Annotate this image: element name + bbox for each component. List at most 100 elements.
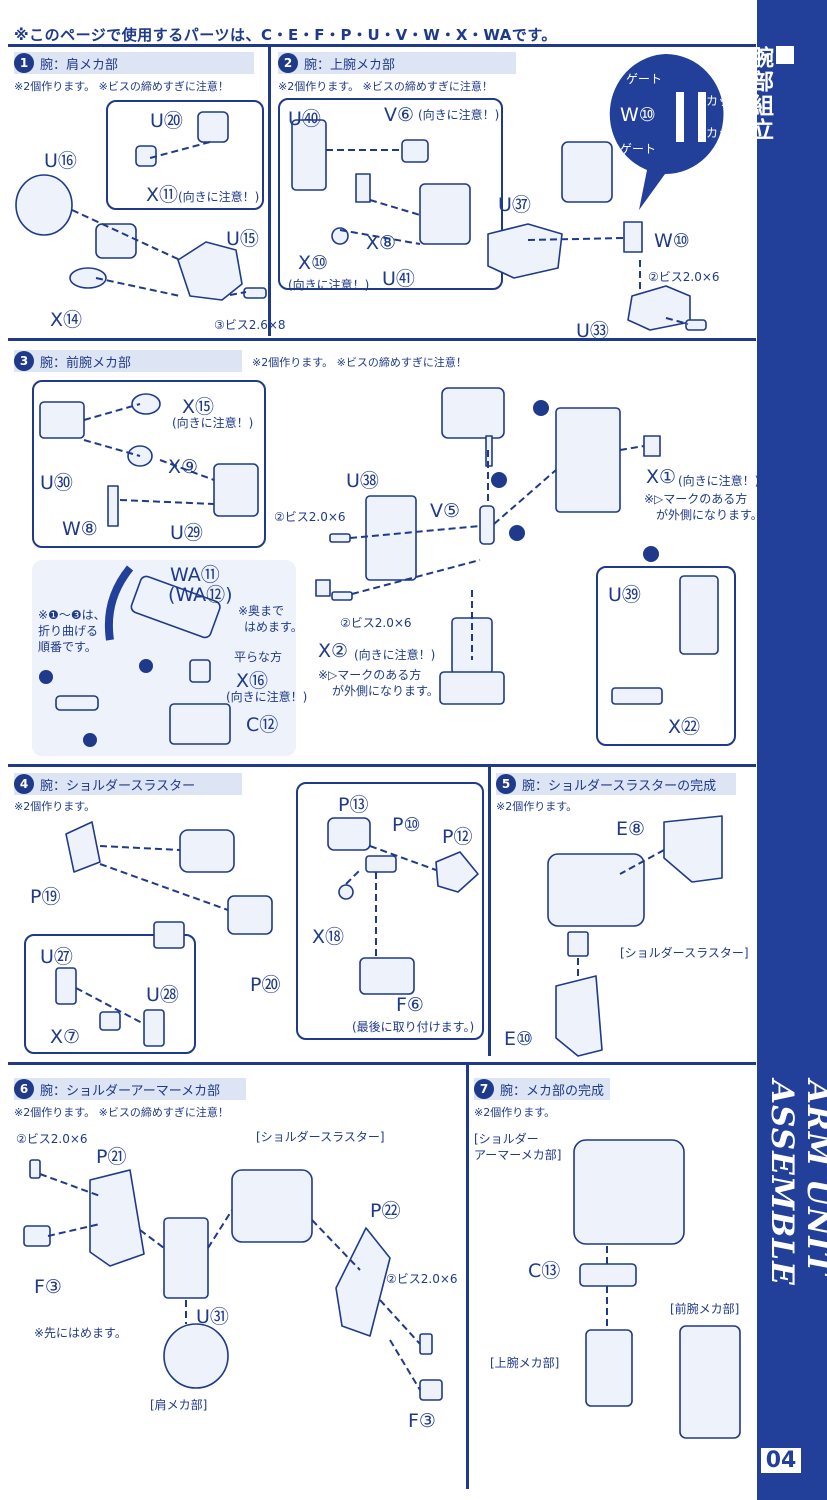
part-thruster-complete [547, 853, 645, 927]
part-x1 [643, 435, 661, 457]
chapter-sidebar [757, 0, 827, 1500]
label-f3b: F③ [408, 1410, 436, 1432]
part-e8 [663, 815, 723, 883]
part-forearm-mech [679, 1325, 741, 1439]
fold-note-1: ※❶～❸は、 [38, 608, 106, 622]
part-f6 [359, 957, 415, 995]
label-u16: U⑯ [44, 150, 77, 172]
fold-step-1 [39, 670, 53, 684]
label-x10-note: (向きに注意！) [288, 278, 370, 292]
part-u28 [143, 1009, 165, 1047]
part-forearm-core [441, 387, 505, 439]
section-5-note: ※2個作ります。 [496, 800, 578, 813]
label-u20: U⑳ [150, 110, 183, 132]
part-x22 [611, 687, 663, 705]
part-upper-arm [561, 141, 613, 203]
label-p19: P⑲ [30, 886, 61, 908]
label-x16: X⑯ [236, 670, 269, 692]
label-x2-note: (向きに注意！) [354, 648, 436, 662]
label-c13: C⑬ [528, 1260, 561, 1282]
label-wa12: (WA⑫) [168, 584, 233, 606]
callout-w10: W⑩ [620, 104, 656, 126]
label-p12: P⑫ [442, 826, 473, 848]
part-u29 [213, 463, 259, 517]
part-u32 [487, 223, 563, 279]
fold-note-3: 順番です。 [38, 640, 97, 654]
part-u31 [163, 1217, 209, 1299]
part-p10 [365, 855, 397, 873]
label-e10: E⑩ [504, 1028, 534, 1050]
part-u41 [419, 183, 471, 245]
label-x11-note: (向きに注意！) [178, 190, 260, 204]
part-p13 [327, 817, 371, 851]
label-screw-b: ②ビス2.0×6 [340, 616, 412, 630]
label-u15: U⑮ [226, 228, 259, 250]
label-p10: P⑩ [392, 814, 421, 836]
s4-bottom-panel [24, 934, 196, 1054]
label-v6-note: (向きに注意！) [418, 108, 500, 122]
label-v5: V⑤ [430, 500, 461, 522]
label-x15-note: (向きに注意！) [172, 416, 254, 430]
part-u39 [679, 575, 719, 655]
label-x2: X② [318, 640, 349, 662]
part-joint-block [95, 223, 137, 259]
callout-gate-top: ゲート [626, 72, 663, 86]
section-7-note: ※2個作ります。 [474, 1106, 556, 1119]
label-p13: P⑬ [338, 794, 369, 816]
label-c12: C⑫ [246, 714, 279, 736]
part-u33 [627, 285, 691, 331]
fold-step-2 [83, 733, 97, 747]
label-x9: X⑨ [168, 456, 199, 478]
label-u40: U㊵ [288, 108, 321, 130]
label-x14: X⑭ [50, 309, 83, 331]
part-v5 [479, 505, 495, 545]
label-w8: W⑧ [62, 518, 98, 540]
part-x2 [315, 579, 331, 597]
label-u38: U㊳ [346, 470, 379, 492]
section-2-note: ※2個作ります。 ※ビスの締めすぎに注意！ [278, 80, 493, 93]
label-x10: X⑩ [298, 252, 329, 274]
label-u30: U㉚ [40, 472, 73, 494]
part-forearm-frame [555, 407, 621, 513]
part-p22 [335, 1227, 391, 1337]
label-wa11: WA⑪ [170, 564, 220, 586]
part-p12 [435, 851, 479, 893]
callout-cut-top: カット [706, 94, 743, 108]
part-thruster [231, 1169, 313, 1243]
label-u29: U㉙ [170, 522, 203, 544]
label-x8: X⑧ [366, 232, 397, 254]
label-x22: X㉒ [668, 716, 701, 738]
label-armor-1: [ショルダー [474, 1132, 539, 1146]
fold-arrow [104, 565, 134, 641]
label-f3a: F③ [34, 1276, 62, 1298]
divider [466, 1064, 469, 1489]
label-x1-note: (向きに注意！) [678, 474, 760, 488]
label-e8: E⑧ [616, 818, 646, 840]
part-x16 [189, 659, 211, 683]
label-x7: X⑦ [50, 1026, 81, 1048]
part-upper-arm-mech [585, 1329, 633, 1407]
part-f3a [23, 1225, 51, 1247]
divider [8, 764, 756, 767]
part-shoulder-mech [163, 1323, 229, 1389]
part-wa11 [130, 575, 221, 639]
part-x18 [338, 884, 354, 900]
part-f3b [419, 1379, 443, 1401]
label-f6: F⑥ [396, 994, 424, 1016]
step-3-marker [533, 400, 549, 416]
section-1-note: ※2個作ります。 ※ビスの締めすぎに注意！ [14, 80, 229, 93]
label-x16-note: (向きに注意！) [226, 690, 308, 704]
label-x2-note3: が外側になります。 [332, 684, 439, 698]
label-screw-b-s6: ②ビス2.0×6 [386, 1272, 458, 1286]
label-thruster-s6: [ショルダースラスター] [256, 1130, 385, 1144]
step-1-marker [643, 546, 659, 562]
callout-cut-bottom: カット [706, 126, 743, 140]
divider [268, 46, 271, 336]
part-screw [29, 1159, 41, 1179]
callout-gate-bottom: ゲート [620, 142, 657, 156]
part-u27 [55, 967, 77, 1005]
part-base [439, 671, 505, 705]
